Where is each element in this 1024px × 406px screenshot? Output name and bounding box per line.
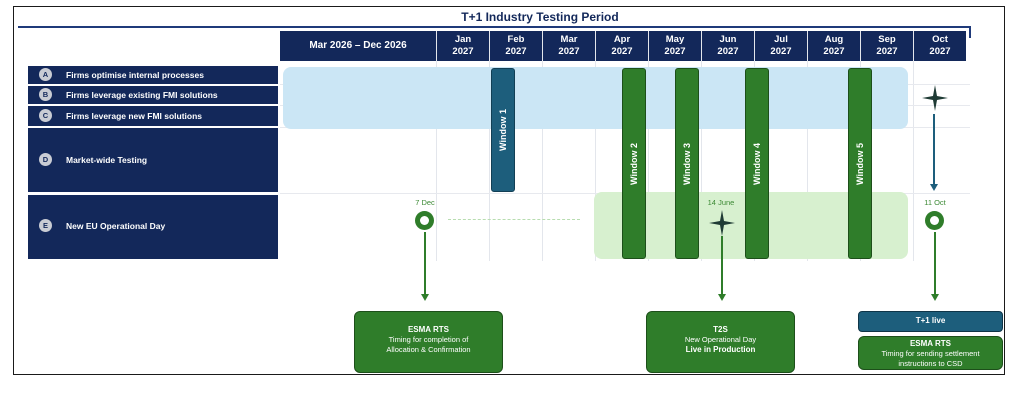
june-date-label: 14 June bbox=[707, 198, 735, 207]
row-text-d: Market-wide Testing bbox=[66, 155, 148, 165]
grid-line bbox=[913, 31, 914, 261]
grid-line bbox=[489, 31, 490, 261]
esma-rts-allocation-title: ESMA RTS bbox=[407, 325, 450, 334]
month-header-mar-dec-2026: Mar 2026 – Dec 2026 bbox=[280, 31, 436, 61]
grid-line bbox=[648, 31, 649, 261]
star-icon bbox=[922, 85, 948, 111]
grid-line bbox=[542, 31, 543, 261]
oct-live-arrow-line bbox=[934, 232, 936, 294]
grid-line bbox=[595, 31, 596, 261]
window-3-label: Window 3 bbox=[682, 142, 692, 185]
esma-rts-allocation-box: ESMA RTS Timing for completion of Alloca… bbox=[354, 311, 503, 373]
dec-milestone-node bbox=[415, 211, 434, 230]
row-text-a: Firms optimise internal processes bbox=[66, 70, 204, 80]
grid-line bbox=[436, 31, 437, 261]
firms-phase-band bbox=[283, 67, 908, 129]
window-4-label: Window 4 bbox=[752, 142, 762, 185]
title-line bbox=[18, 26, 970, 28]
row-letter-e: E bbox=[39, 219, 52, 232]
window-2-label: Window 2 bbox=[629, 142, 639, 185]
row-text-c: Firms leverage new FMI solutions bbox=[66, 111, 203, 121]
row-text-e: New EU Operational Day bbox=[66, 221, 166, 231]
oct-milestone-node bbox=[925, 211, 944, 230]
row-label-b: B Firms leverage existing FMI solutions bbox=[28, 86, 278, 104]
window-5-label: Window 5 bbox=[855, 142, 865, 185]
t1-live-box: T+1 live bbox=[858, 311, 1003, 332]
row-label-a: A Firms optimise internal processes bbox=[28, 66, 278, 84]
window-2: Window 2 bbox=[622, 68, 646, 259]
june-arrowhead bbox=[718, 294, 726, 301]
row-letter-b: B bbox=[39, 88, 52, 101]
window-5: Window 5 bbox=[848, 68, 872, 259]
row-letter-d: D bbox=[39, 153, 52, 166]
row-label-c: C Firms leverage new FMI solutions bbox=[28, 106, 278, 126]
window-1-label: Window 1 bbox=[498, 109, 508, 151]
esma-rts-allocation-line2: Allocation & Confirmation bbox=[386, 345, 471, 354]
oct-date-label: 11 Oct bbox=[924, 198, 946, 207]
dashed-connector bbox=[448, 219, 580, 220]
star-icon bbox=[709, 210, 735, 236]
row-letter-c: C bbox=[39, 109, 52, 122]
t2s-line2: Live in Production bbox=[685, 345, 756, 354]
row-label-d: D Market-wide Testing bbox=[28, 128, 278, 192]
t2s-line1: New Operational Day bbox=[684, 335, 757, 344]
t2s-title: T2S bbox=[713, 325, 728, 334]
row-letter-a: A bbox=[39, 68, 52, 81]
esma-rts-settlement-title: ESMA RTS bbox=[909, 339, 952, 348]
row-label-e: E New EU Operational Day bbox=[28, 195, 278, 259]
june-arrow-line bbox=[721, 236, 723, 294]
oct-arrowhead bbox=[930, 184, 938, 191]
esma-rts-allocation-line1: Timing for completion of bbox=[388, 335, 469, 344]
t2s-box: T2S New Operational Day Live in Producti… bbox=[646, 311, 795, 373]
esma-rts-settlement-box: ESMA RTS Timing for sending settlement i… bbox=[858, 336, 1003, 370]
grid-line bbox=[807, 31, 808, 261]
oct-live-arrowhead bbox=[931, 294, 939, 301]
t1-live-label: T+1 live bbox=[915, 316, 946, 325]
dec-date-label: 7 Dec bbox=[415, 198, 435, 207]
esma-rts-settlement-line1: Timing for sending settlement bbox=[881, 349, 980, 358]
window-4: Window 4 bbox=[745, 68, 769, 259]
esma-rts-settlement-line2: instructions to CSD bbox=[898, 359, 963, 368]
oct-arrow-line bbox=[933, 114, 935, 184]
window-1: Window 1 bbox=[491, 68, 515, 192]
title-line-end bbox=[969, 26, 971, 38]
window-3: Window 3 bbox=[675, 68, 699, 259]
dec-arrowhead bbox=[421, 294, 429, 301]
dec-arrow-line bbox=[424, 232, 426, 294]
grid-line bbox=[701, 31, 702, 261]
row-text-b: Firms leverage existing FMI solutions bbox=[66, 90, 218, 100]
diagram-title: T+1 Industry Testing Period bbox=[461, 10, 619, 24]
diagram-frame bbox=[13, 6, 1005, 375]
